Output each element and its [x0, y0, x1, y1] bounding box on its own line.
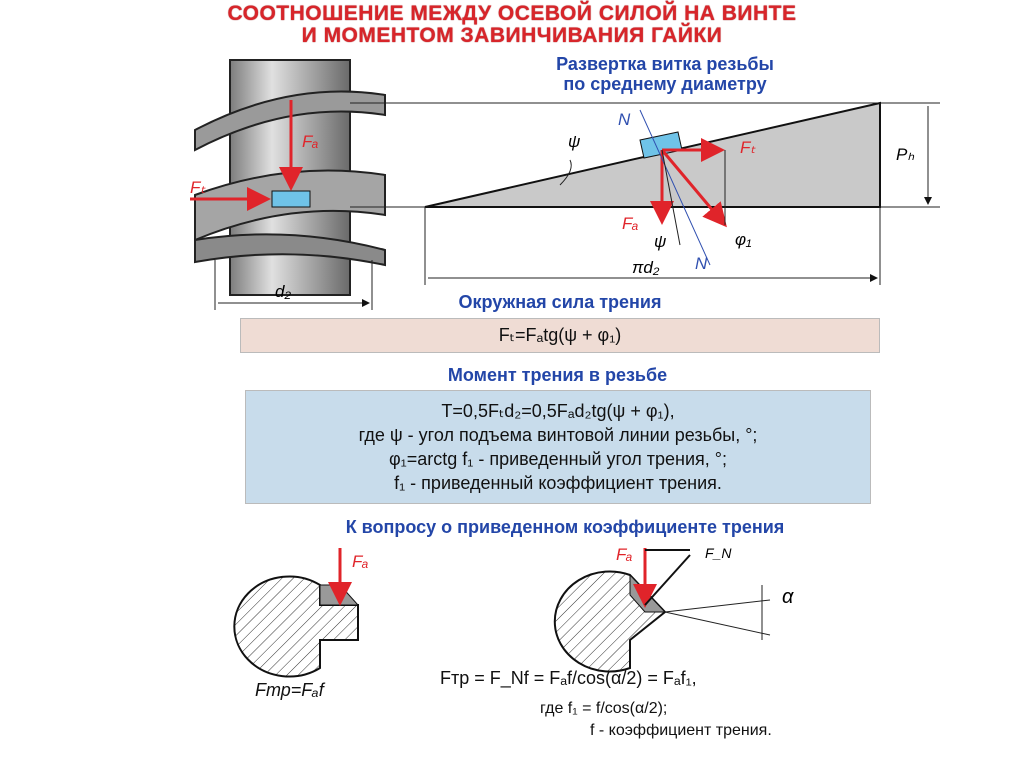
label-ft: Fₜ [740, 138, 756, 157]
friction-moment-box: T=0,5Fₜd₂=0,5Fₐd₂tg(ψ + φ₁), где ψ - уго… [245, 390, 871, 504]
label-fa-screw: Fₐ [302, 132, 319, 151]
reduced-coefficient-heading: К вопросу о приведенном коэффициенте тре… [345, 517, 785, 537]
label-psi-top: ψ [568, 132, 581, 151]
development-heading-1: Развертка витка резьбы [556, 54, 774, 74]
thread-section-left [233, 548, 360, 678]
screw-illustration [190, 59, 386, 310]
label-n-bottom: N [695, 254, 708, 273]
friction-moment-line-3: φ₁=arctg f₁ - приведенный угол трения, °… [388, 449, 728, 469]
friction-moment-line-1: T=0,5Fₜd₂=0,5Fₐd₂tg(ψ + φ₁), [441, 401, 675, 421]
left-friction-formula: Fтр=Fₐf [255, 680, 324, 700]
circumferential-force-heading: Окружная сила трения [458, 292, 662, 312]
friction-moment-line-2: где ψ - угол подъема винтовой линии резь… [358, 425, 758, 445]
label-fa: Fₐ [622, 214, 639, 233]
label-psi-bottom: ψ [654, 232, 667, 251]
label-alpha: α [782, 586, 794, 608]
label-ft-screw: Fₜ [190, 178, 206, 197]
right-formula-line-3: f - коэффициент трения. [590, 722, 772, 739]
thread-development-wedge [350, 101, 940, 285]
thread-section-right [553, 548, 771, 673]
friction-moment-heading: Момент трения в резьбе [447, 365, 668, 385]
label-fn: F_N [705, 545, 732, 561]
label-ph: Pₕ [896, 145, 915, 164]
label-pi-d2: πd₂ [632, 258, 660, 277]
label-fa-left: Fₐ [352, 552, 369, 571]
title-line-2: И МОМЕНТОМ ЗАВИНЧИВАНИЯ ГАЙКИ [301, 24, 723, 47]
circumferential-force-formula: Fₜ=Fₐtg(ψ + φ₁) [240, 318, 880, 353]
right-formula-line-2: где f₁ = f/cos(α/2); [540, 700, 668, 717]
label-d2: d₂ [275, 282, 291, 301]
right-formula-line-1: Fтр = F_Nf = Fₐf/cos(α/2) = Fₐf₁, [440, 668, 697, 688]
label-n-top: N [618, 110, 631, 129]
label-fa-right: Fₐ [616, 545, 633, 564]
label-phi1: φ₁ [735, 230, 752, 249]
friction-moment-line-4: f₁ - приведенный коэффициент трения. [394, 473, 722, 493]
title-line-1: СООТНОШЕНИЕ МЕЖДУ ОСЕВОЙ СИЛОЙ НА ВИНТЕ [227, 2, 797, 25]
development-heading-2: по среднему диаметру [563, 74, 767, 94]
